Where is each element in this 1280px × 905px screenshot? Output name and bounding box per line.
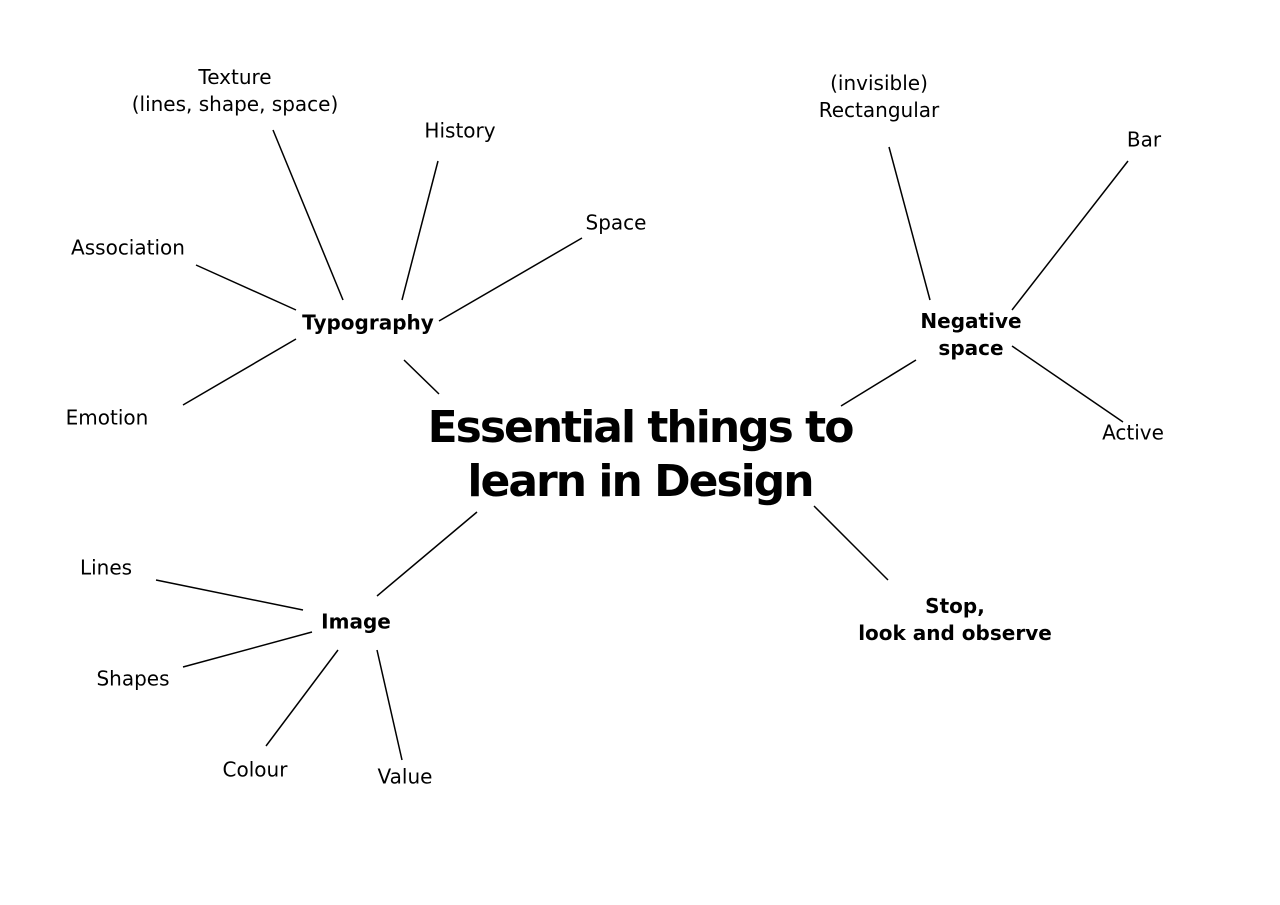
branch-stop-look-line-1: Stop, xyxy=(925,594,985,618)
branch-negative-space-line-2: space xyxy=(938,336,1004,360)
connector-typography-space xyxy=(438,237,583,322)
node-association: Association xyxy=(71,235,185,260)
connector-negative-active xyxy=(1011,345,1124,423)
connector-typography-emotion xyxy=(182,338,297,406)
node-shapes: Shapes xyxy=(96,666,170,691)
node-rectangular-line-2: Rectangular xyxy=(818,98,940,122)
central-topic-line-2: learn in Design xyxy=(467,456,814,507)
connector-image-lines xyxy=(155,579,304,611)
node-value: Value xyxy=(377,764,433,789)
connector-center-stop-look xyxy=(813,505,889,581)
branch-image: Image xyxy=(321,609,391,634)
branch-negative-space: Negative space xyxy=(920,308,1021,362)
branch-stop-look-line-2: look and observe xyxy=(858,621,1052,645)
node-rectangular: (invisible) Rectangular xyxy=(819,70,939,124)
node-active: Active xyxy=(1102,420,1164,445)
node-space: Space xyxy=(585,210,647,235)
connector-center-negative-space xyxy=(840,359,917,407)
connector-center-image xyxy=(376,511,478,597)
connector-typography-association xyxy=(195,264,297,311)
connector-negative-bar xyxy=(1011,160,1129,311)
connector-image-value xyxy=(376,649,403,761)
branch-negative-space-line-1: Negative xyxy=(920,309,1022,333)
connector-typography-texture xyxy=(272,129,344,301)
node-lines: Lines xyxy=(79,555,133,580)
node-colour: Colour xyxy=(222,757,288,782)
connector-typography-history xyxy=(401,160,439,301)
node-texture-line-1: Texture xyxy=(198,65,272,89)
central-topic-line-1: Essential things to xyxy=(427,402,855,453)
node-texture: Texture (lines, shape, space) xyxy=(132,64,339,118)
node-bar: Bar xyxy=(1126,127,1162,152)
node-rectangular-line-1: (invisible) xyxy=(830,71,928,95)
connector-image-colour xyxy=(265,649,339,747)
node-emotion: Emotion xyxy=(65,405,149,430)
central-topic: Essential things to learn in Design xyxy=(427,401,855,509)
node-texture-line-2: (lines, shape, space) xyxy=(131,92,339,116)
branch-typography: Typography xyxy=(302,310,434,335)
connector-negative-rectangular xyxy=(888,146,931,301)
connector-image-shapes xyxy=(182,631,313,668)
branch-stop-look-observe: Stop, look and observe xyxy=(858,593,1052,647)
node-history: History xyxy=(424,118,496,143)
connector-center-typography xyxy=(403,359,440,395)
